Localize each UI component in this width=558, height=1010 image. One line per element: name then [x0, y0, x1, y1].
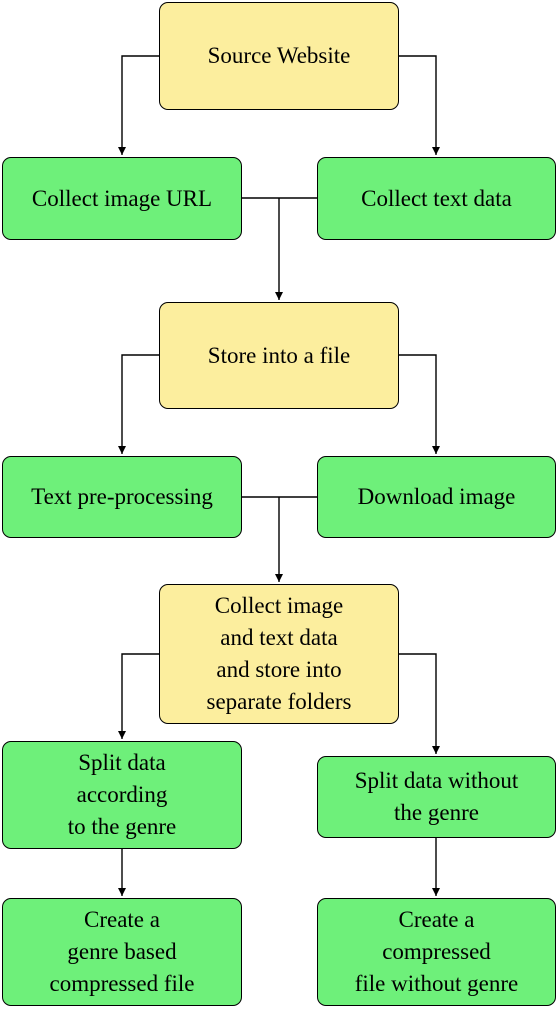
- node-collect-text-data: Collect text data: [317, 157, 556, 240]
- edge-source-to-text-data: [399, 55, 440, 155]
- node-create-genre-file: Create a genre based compressed file: [2, 898, 242, 1006]
- node-collect-image-url: Collect image URL: [2, 157, 242, 240]
- node-split-by-genre: Split data according to the genre: [2, 741, 242, 849]
- edge-collect-to-split-genre: [118, 653, 159, 739]
- node-source-website: Source Website: [159, 2, 399, 110]
- edge-store-to-download: [399, 354, 440, 454]
- edge-source-to-image-url: [118, 55, 159, 155]
- node-download-image: Download image: [317, 456, 556, 538]
- edge-store-to-preprocessing: [118, 354, 159, 454]
- node-collect-and-store: Collect image and text data and store in…: [159, 584, 399, 724]
- node-text-preprocessing: Text pre-processing: [2, 456, 242, 538]
- edge-collect-to-split-no-genre: [399, 653, 440, 754]
- node-split-without-genre: Split data without the genre: [317, 756, 556, 838]
- node-store-into-file: Store into a file: [159, 302, 399, 409]
- node-create-no-genre-file: Create a compressed file without genre: [317, 898, 556, 1006]
